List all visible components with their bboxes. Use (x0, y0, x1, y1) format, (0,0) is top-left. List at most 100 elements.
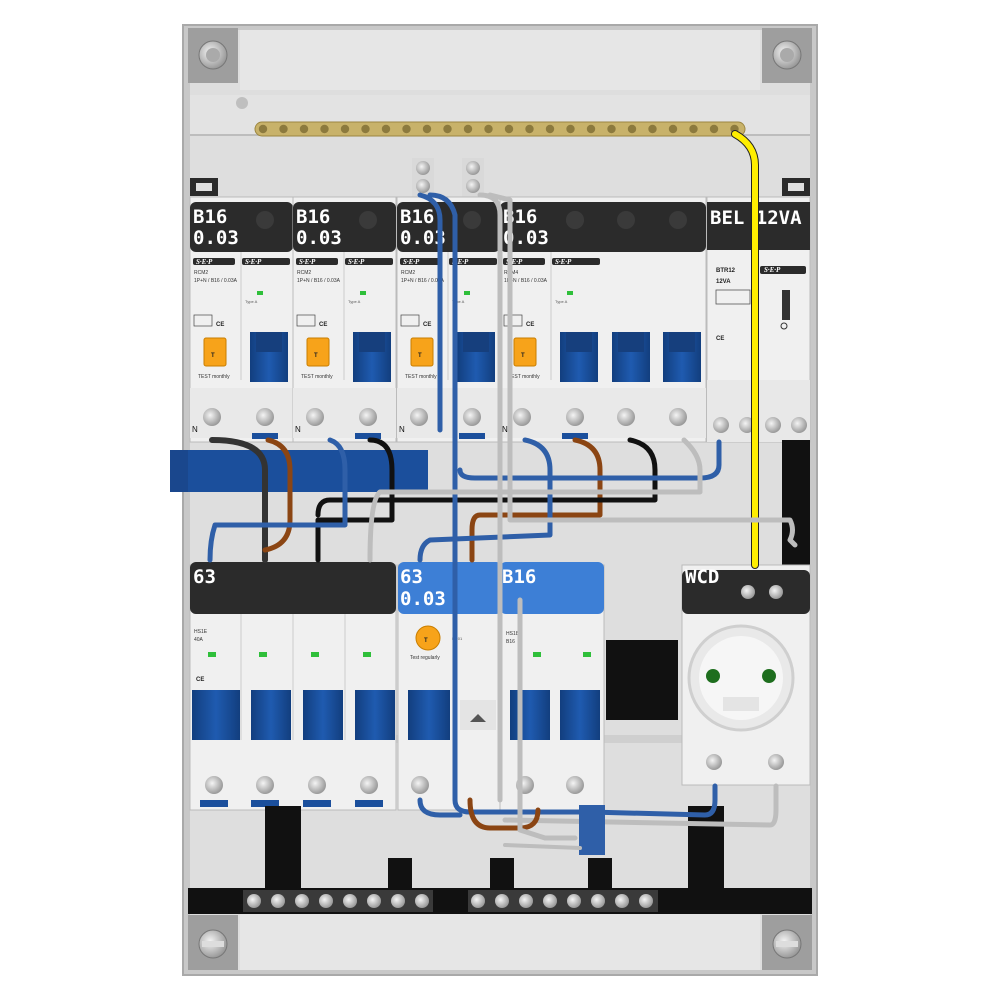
rcbo-brand-2: S·E·P (245, 258, 262, 266)
rcbo-spec: 1P+N / B16 / 0.03A (194, 278, 238, 284)
main-switch-model: HS1E (194, 629, 208, 635)
earth-bar-screw (381, 124, 391, 134)
main-switch-lever[interactable] (303, 690, 343, 740)
earth-busbar (254, 121, 746, 137)
status-led (257, 291, 263, 295)
rcbo-rating: B16 (400, 206, 434, 228)
wcd-label: WCD (685, 566, 719, 588)
rcbo-trip: 0.03 (296, 227, 342, 249)
svg-text:CE: CE (216, 322, 224, 328)
wire-yellow (732, 131, 758, 568)
rcbo-trip: 0.03 (503, 227, 549, 249)
bar-terminal-screw (567, 894, 581, 908)
earth-bar-screw (668, 124, 678, 134)
bar-terminal-screw (615, 894, 629, 908)
rcbo-brand-2: S·E·P (555, 258, 572, 266)
wire-blue-1 (207, 437, 348, 563)
test-button[interactable] (203, 337, 227, 367)
bar-terminal-screw (543, 894, 557, 908)
bar-terminal-screw (415, 894, 429, 908)
bel-model: BTR12 (716, 268, 736, 274)
mcb-model: HS18 (506, 631, 519, 637)
rcbo-brand: S·E·P (196, 258, 213, 266)
status-led (464, 291, 470, 295)
test-button[interactable] (410, 337, 434, 367)
earth-bar-screw (402, 124, 411, 134)
svg-text:T: T (418, 353, 422, 359)
main-switch-amp: 40A (194, 637, 204, 643)
wire-black-2 (315, 437, 658, 518)
rcbo-type: Type A (348, 299, 361, 304)
wire-grey-1 (487, 192, 798, 548)
main-switch-lever[interactable] (251, 690, 291, 740)
rcbo-brand-2: S·E·P (348, 258, 365, 266)
terminal-screw (410, 408, 428, 426)
wire-blue-main (427, 192, 593, 815)
rcd-test-button[interactable] (415, 625, 441, 651)
earth-bar-screw (607, 124, 616, 134)
terminal-screw (306, 408, 324, 426)
blank-plate (606, 640, 678, 720)
svg-text:CE: CE (526, 322, 534, 328)
rcbo-brand-2: S·E·P (452, 258, 469, 266)
socket-pin-right (762, 669, 776, 683)
rcd-model: RC01 (452, 636, 463, 641)
rcbo-test-label: TEST monthly (301, 374, 333, 380)
earth-bar-screw (525, 124, 534, 134)
earth-bar-screw (689, 124, 698, 134)
bar-terminal-screw (639, 894, 653, 908)
rcbo-test-label: TEST monthly (508, 374, 540, 380)
bar-terminal-screw (591, 894, 605, 908)
earth-bar-screw (545, 124, 555, 134)
neutral-label: N (502, 425, 508, 434)
mcb-sub: B16 (506, 639, 515, 645)
rcbo-brand: S·E·P (403, 258, 420, 266)
main-switch-rating: 63 (193, 566, 216, 588)
terminal-screw (203, 408, 221, 426)
rcbo-brand: S·E·P (506, 258, 523, 266)
test-button[interactable] (513, 337, 537, 367)
rcbo-test-label: TEST monthly (405, 374, 437, 380)
earth-bar-screw (648, 124, 657, 134)
svg-text:CE: CE (196, 677, 204, 683)
terminal-screw (566, 408, 584, 426)
earth-bar-screw (258, 124, 268, 134)
bar-terminal-screw (247, 894, 261, 908)
main-switch-lever[interactable] (192, 690, 240, 740)
test-button[interactable] (306, 337, 330, 367)
earth-bar-screw (361, 124, 370, 134)
earth-bar-screw (504, 124, 514, 134)
rcbo-spec: 1P+N / B16 / 0.03A (401, 278, 445, 284)
earth-bar-screw (279, 124, 288, 134)
wire-blue-2 (417, 437, 553, 563)
svg-text:CE: CE (319, 322, 327, 328)
rcbo-spec: 1P+N / B16 / 0.03A (504, 278, 548, 284)
terminal-screw (513, 408, 531, 426)
mcb-lever[interactable] (560, 690, 600, 740)
mcb-lever[interactable] (510, 690, 550, 740)
rcbo-rating: B16 (193, 206, 227, 228)
supply-terminals (412, 158, 484, 198)
status-led (360, 291, 366, 295)
bar-terminal-screw (391, 894, 405, 908)
main-switch-lever[interactable] (355, 690, 395, 740)
svg-text:T: T (211, 353, 215, 359)
bar-terminal-screw (319, 894, 333, 908)
wire-brown-1 (262, 437, 293, 553)
socket-pin-left (706, 669, 720, 683)
rcbo-brand: S·E·P (299, 258, 316, 266)
mcb-rating: B16 (502, 566, 536, 588)
bar-terminal-screw (343, 894, 357, 908)
status-led (567, 291, 573, 295)
terminal-screw (359, 408, 377, 426)
neutral-label: N (399, 425, 405, 434)
rcd-lever[interactable] (408, 690, 450, 740)
earth-bar-screw (340, 124, 350, 134)
earth-bar-screw (566, 124, 575, 134)
earth-bar-screw (709, 124, 719, 134)
corner-mount-tl (188, 28, 238, 83)
